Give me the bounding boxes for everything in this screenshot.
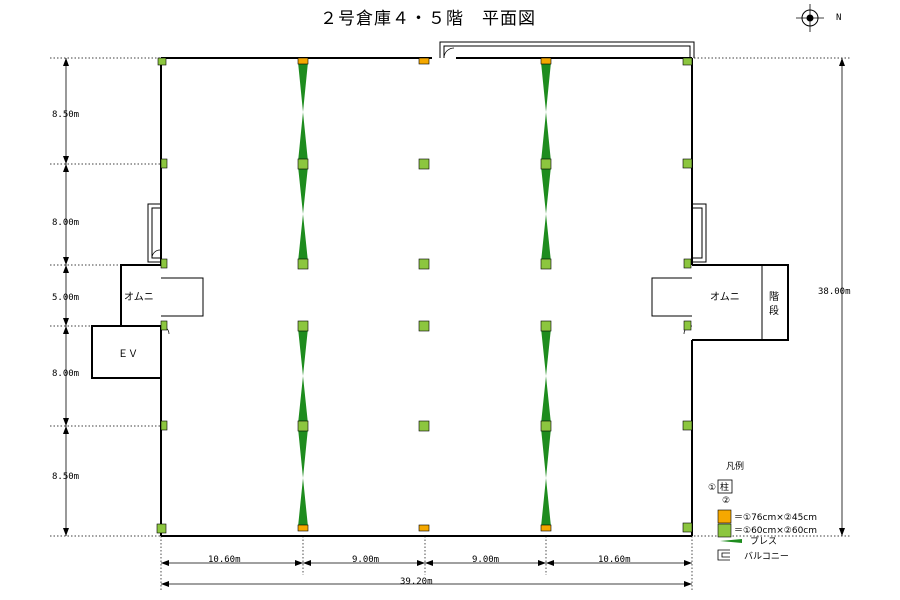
brace [541,328,551,376]
plan-title: ２号倉庫４・５階 平面図 [320,9,536,29]
dim-horizontal-3: 9.00m [472,555,499,565]
column-green [540,158,552,170]
dim-vertical-3: 5.00m [52,293,79,303]
brace [298,328,308,376]
column-green [160,320,168,331]
column-green [683,320,692,331]
room-stairs-line1: 階 [769,291,779,303]
brace [298,166,308,214]
legend-brace-swatch [720,539,742,543]
column-green [418,158,430,170]
building-walls [160,57,693,537]
dim-total-vertical: 38.00m [818,287,851,297]
right-dimension-line [839,58,845,536]
column-green [156,523,167,534]
column-green [160,420,168,431]
column-green [418,258,430,270]
legend-title: 凡例 [726,460,744,472]
brace [541,166,551,214]
left-dimension-line [63,58,69,536]
column-green [418,320,430,332]
legend-balcony-item: バルコニー [744,551,789,562]
brace [298,428,308,478]
column-orange [418,524,430,532]
dim-vertical-4: 8.00m [52,369,79,379]
column-green [682,420,693,431]
column-orange [540,57,552,65]
room-omni-left: オムニ [124,291,154,303]
dim-vertical-2: 8.00m [52,218,79,228]
column-green [540,320,552,332]
column-orange [297,57,309,65]
legend: 凡例 ① 柱 ② ＝①76cm×②45cm ＝①60cm×②60cm ブレス バ… [708,460,817,562]
north-label: N [836,13,841,23]
brace [541,214,551,262]
dim-total-horizontal: 39.20m [400,577,433,587]
legend-symbol-char: 柱 [720,481,729,493]
north-compass-icon [796,4,824,32]
column-green [160,258,168,269]
legend-balcony-swatch [717,549,730,561]
brace [541,478,551,527]
dim-horizontal-1: 10.60m [208,555,241,565]
column-green [682,57,693,66]
column-green [683,258,692,269]
brace [298,478,308,527]
brace [541,428,551,478]
column-green [297,420,309,432]
right-omni-room [651,264,789,341]
legend-orange-swatch [717,509,732,524]
brace [541,376,551,424]
column-green [682,522,693,533]
brace [298,214,308,262]
dim-horizontal-2: 9.00m [352,555,379,565]
dim-horizontal-4: 10.60m [598,555,631,565]
column-green [157,57,167,66]
column-green [160,158,168,169]
column-green [297,158,309,170]
column-green [540,258,552,270]
room-ev: ＥＶ [118,349,138,360]
column-green [297,258,309,270]
column-green [682,158,693,169]
bottom-dimension-line [161,560,692,587]
legend-brace-item: ブレス [750,535,777,547]
right-balcony [692,203,707,263]
brace [298,376,308,424]
legend-green-swatch [717,523,732,538]
column-green [418,420,430,432]
dim-vertical-1: 8.50m [52,110,79,120]
column-orange [418,57,430,65]
columns-group [156,57,693,534]
top-balcony [439,41,695,59]
brace [298,62,308,112]
column-green [297,320,309,332]
brace [541,62,551,112]
elevator-room [91,325,162,379]
legend-symbol-top: ① [708,483,716,493]
left-balcony [147,203,161,263]
dim-vertical-5: 8.50m [52,472,79,482]
dimension-extension-lines [50,57,850,592]
brace [298,112,308,162]
bracing-group [298,62,551,527]
brace [541,112,551,162]
legend-column-box [717,479,733,494]
legend-symbol-bottom: ② [722,496,730,506]
room-stairs-line2: 段 [769,304,779,317]
legend-orange-item: ＝①76cm×②45cm [734,513,817,523]
column-orange [540,524,552,532]
room-omni-right: オムニ [710,291,740,303]
column-green [540,420,552,432]
column-orange [297,524,309,532]
legend-green-item: ＝①60cm×②60cm [734,526,817,536]
